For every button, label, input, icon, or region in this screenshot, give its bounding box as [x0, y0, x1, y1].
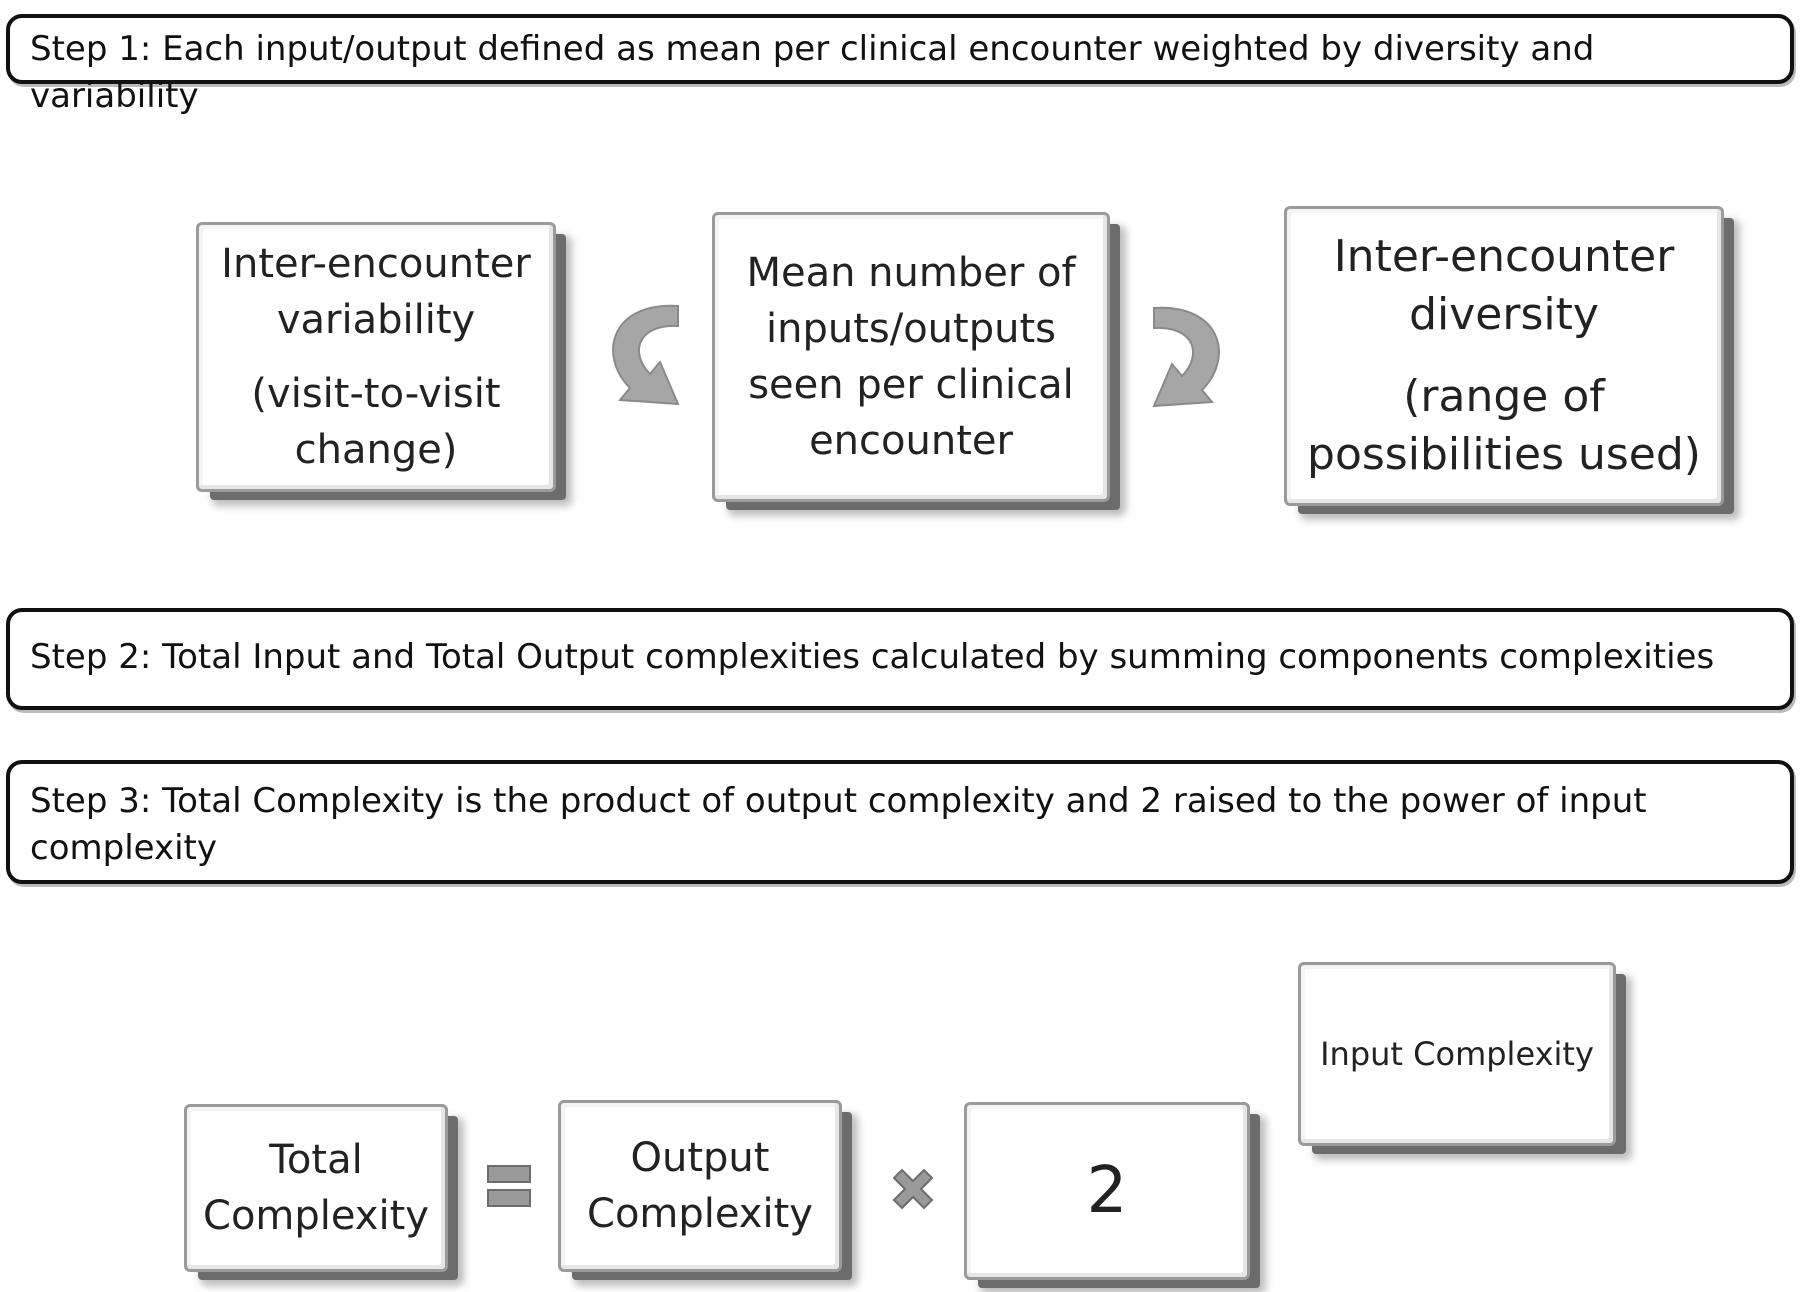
step-1-banner: Step 1: Each input/output defined as mea… [6, 14, 1794, 116]
equals-icon [487, 1165, 531, 1207]
mean-box: Mean number of inputs/outputs seen per c… [712, 212, 1110, 502]
step-2-banner: Step 2: Total Input and Total Output com… [6, 608, 1794, 710]
multiply-icon [892, 1168, 934, 1210]
step-1-text: Step 1: Each input/output defined as mea… [30, 29, 1595, 116]
input-complexity-box: Input Complexity [1298, 962, 1616, 1146]
output-line2: Complexity [587, 1191, 813, 1237]
exponent-label: Input Complexity [1320, 1035, 1594, 1073]
step-2-text: Step 2: Total Input and Total Output com… [30, 637, 1715, 677]
diversity-line1: Inter-encounter [1333, 231, 1675, 282]
output-complexity-box: Output Complexity [558, 1100, 842, 1272]
total-line2: Complexity [203, 1193, 429, 1239]
mean-line2: inputs/outputs [766, 306, 1056, 352]
total-complexity-box: Total Complexity [184, 1104, 448, 1272]
variability-line3: (visit-to-visit [251, 371, 501, 417]
mean-line4: encounter [809, 418, 1013, 464]
mean-line1: Mean number of [746, 250, 1076, 296]
diversity-box: Inter-encounter diversity (range of poss… [1284, 206, 1724, 506]
step-3-text-line2: complexity [30, 828, 217, 868]
total-line1: Total [269, 1137, 363, 1183]
diversity-line3: (range of [1403, 371, 1605, 422]
base-two-box: 2 [964, 1102, 1250, 1280]
variability-line4: change) [294, 427, 458, 473]
step-3-text-line1: Step 3: Total Complexity is the product … [30, 781, 1647, 821]
step-3-banner: Step 3: Total Complexity is the product … [6, 760, 1794, 884]
base-value: 2 [1086, 1154, 1128, 1228]
variability-line1: Inter-encounter [221, 241, 531, 287]
variability-box: Inter-encounter variability (visit-to-vi… [196, 222, 556, 492]
variability-line2: variability [276, 297, 476, 343]
output-line1: Output [630, 1135, 770, 1181]
diversity-line2: diversity [1409, 289, 1599, 340]
diversity-line4: possibilities used) [1307, 429, 1701, 480]
curved-arrow-left-icon [612, 304, 680, 406]
curved-arrow-right-icon [1152, 306, 1220, 408]
mean-line3: seen per clinical [748, 362, 1074, 408]
